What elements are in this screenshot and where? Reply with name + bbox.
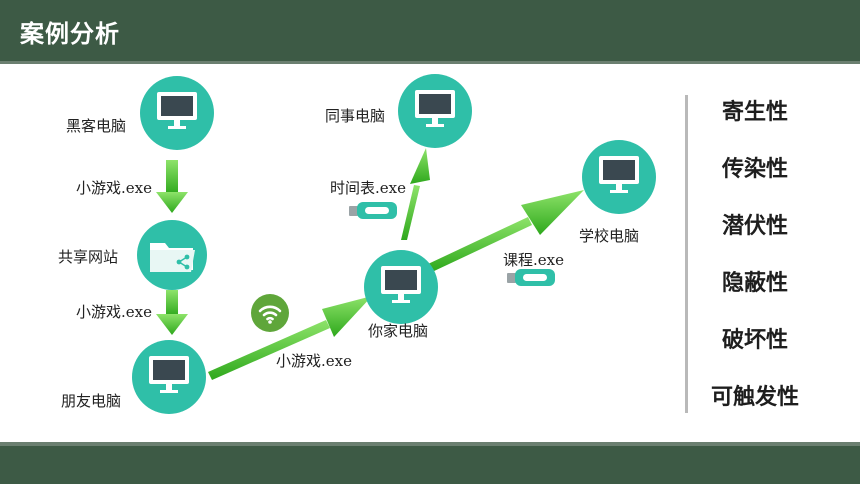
monitor-icon — [157, 92, 197, 120]
title-bar-rule — [0, 61, 860, 64]
trait-parasitic: 寄生性 — [721, 100, 788, 125]
folder-share-icon — [150, 243, 195, 272]
trait-infectious: 传染性 — [721, 157, 788, 182]
traits-divider — [685, 95, 688, 413]
page-title: 案例分析 — [20, 20, 120, 48]
arrow-hacker-to-site — [156, 160, 188, 213]
footer-bar — [0, 442, 860, 484]
edge-label-hacker-to-site: 小游戏.exe — [76, 179, 152, 197]
coworker-computer-label: 同事电脑 — [325, 107, 386, 125]
hacker-computer-node — [140, 76, 214, 150]
usb-drive-icon — [349, 202, 397, 219]
monitor-icon — [415, 90, 455, 118]
your-computer-node — [364, 250, 438, 324]
friend-computer-label: 朋友电脑 — [61, 392, 122, 410]
arrow-friend-to-yours — [208, 296, 372, 380]
friend-computer-node — [132, 340, 206, 414]
edge-label-site-to-friend: 小游戏.exe — [76, 303, 152, 321]
your-computer-label: 你家电脑 — [368, 322, 429, 340]
coworker-computer-node — [398, 74, 472, 148]
edge-label-yours-to-coworker: 时间表.exe — [330, 179, 406, 197]
monitor-icon — [381, 266, 421, 294]
trait-destructive: 破坏性 — [721, 328, 788, 353]
trait-triggerable: 可触发性 — [710, 385, 799, 410]
edge-label-yours-to-school: 课程.exe — [503, 251, 564, 269]
trait-concealed: 隐蔽性 — [721, 271, 788, 296]
hacker-computer-label: 黑客电脑 — [66, 117, 127, 135]
school-computer-label: 学校电脑 — [579, 227, 640, 245]
arrow-site-to-friend — [156, 290, 188, 335]
school-computer-node — [582, 140, 656, 214]
trait-latent: 潜伏性 — [721, 214, 788, 239]
title-bar: 案例分析 — [0, 0, 860, 64]
footer-bar-rule — [0, 442, 860, 446]
monitor-icon — [599, 156, 639, 184]
share-site-node — [137, 220, 207, 290]
edge-label-friend-to-yours: 小游戏.exe — [276, 352, 352, 370]
usb-drive-icon — [507, 269, 555, 286]
wifi-icon — [251, 294, 289, 332]
monitor-icon — [149, 356, 189, 384]
share-site-label: 共享网站 — [58, 248, 119, 266]
arrow-yours-to-coworker — [401, 148, 430, 240]
arrow-yours-to-school — [428, 190, 584, 272]
